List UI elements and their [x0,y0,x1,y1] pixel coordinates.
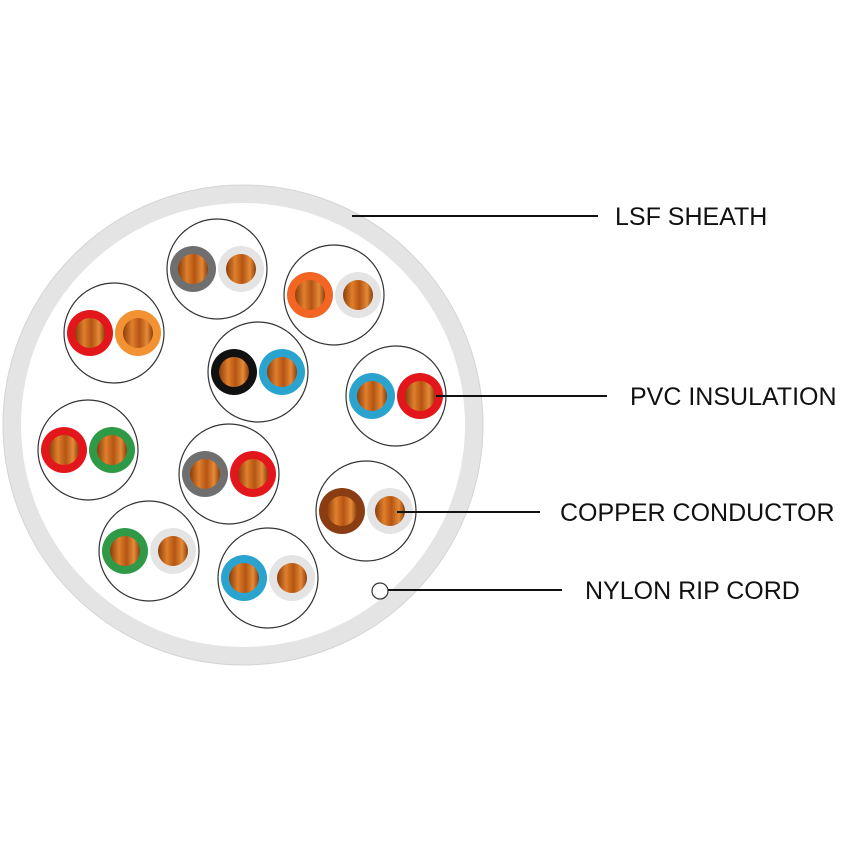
copper-conductor [178,254,208,284]
pair-5 [345,345,447,447]
wire-red [67,310,113,356]
nylon-rip-cord [371,582,389,600]
copper-conductor [238,459,268,489]
wire-orange [287,272,333,318]
copper-conductor [229,563,259,593]
pair-1 [166,218,268,320]
wire-white [150,528,196,574]
wire-white [335,272,381,318]
copper-conductor [123,318,153,348]
copper-conductor [110,536,140,566]
wire-green [89,427,135,473]
wire-white [367,488,413,534]
copper-conductor [267,357,297,387]
pair-outline [98,500,200,602]
pair-2 [283,244,385,346]
copper-conductor [327,496,357,526]
wire-blue [221,555,267,601]
wire-red [397,373,443,419]
copper-conductor [75,318,105,348]
copper-conductor [375,496,405,526]
pair-9 [98,500,200,602]
wire-black [211,349,257,395]
pair-4 [207,321,309,423]
wire-green [102,528,148,574]
copper-conductor [97,435,127,465]
wire-white [269,555,315,601]
copper-conductor [405,381,435,411]
copper-conductor [295,280,325,310]
wire-white [218,246,264,292]
copper-conductor [49,435,79,465]
wire-grey [170,246,216,292]
copper-conductor [158,536,188,566]
pair-3 [63,282,165,384]
copper-conductor [343,280,373,310]
wire-blue [259,349,305,395]
pair-7 [178,423,280,525]
wire-red [41,427,87,473]
wire-orange [115,310,161,356]
wire-blue [349,373,395,419]
insulation-label: PVC INSULATION [630,383,837,411]
copper-conductor [357,381,387,411]
wire-grey [182,451,228,497]
pair-outline [63,282,165,384]
twisted-pairs [37,218,447,629]
pair-outline [166,218,268,320]
ripcord-label: NYLON RIP CORD [585,577,800,605]
pair-outline [37,399,139,501]
copper-conductor [226,254,256,284]
pair-outline [207,321,309,423]
copper-conductor [219,357,249,387]
sheath-label: LSF SHEATH [615,203,767,231]
pair-6 [37,399,139,501]
pair-outline [283,244,385,346]
wire-brown [319,488,365,534]
pair-outline [178,423,280,525]
copper-conductor [190,459,220,489]
copper-conductor [277,563,307,593]
pair-10 [217,527,319,629]
conductor-label: COPPER CONDUCTOR [560,499,835,527]
pair-outline [217,527,319,629]
wire-red [230,451,276,497]
